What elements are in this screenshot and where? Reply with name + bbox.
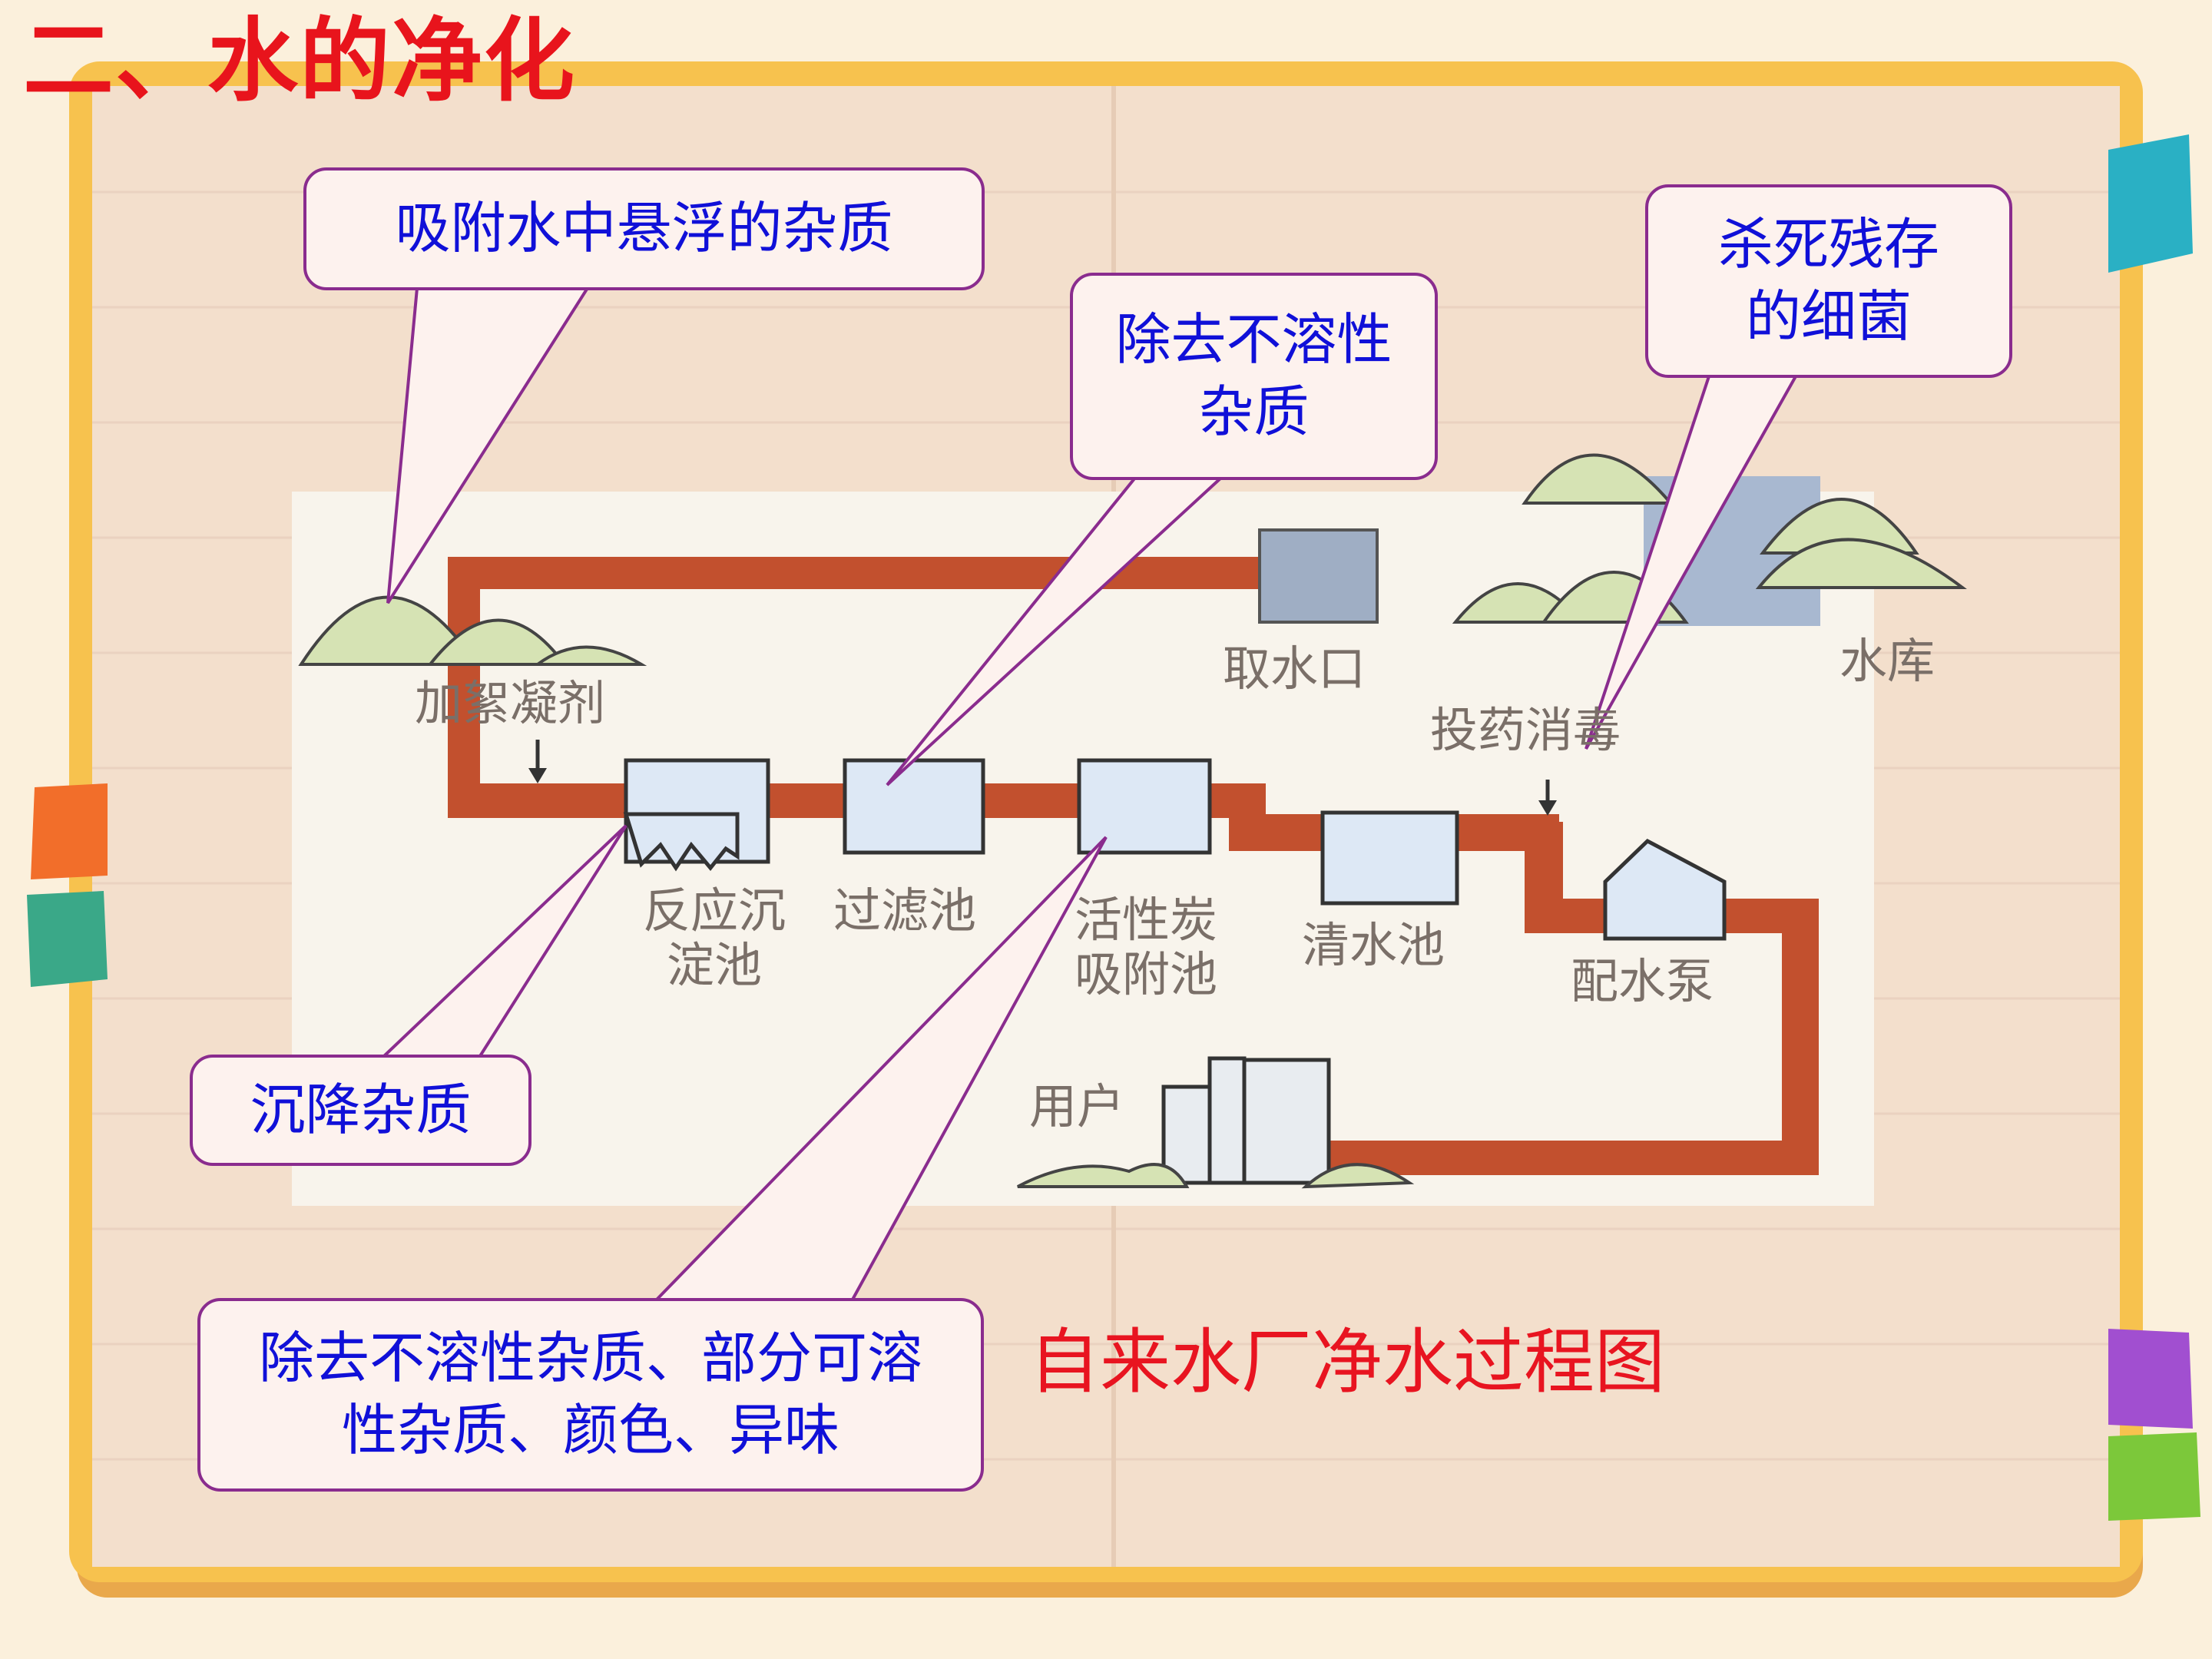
tab-cyan bbox=[2108, 134, 2193, 273]
label-clear-pool: 清水池 bbox=[1302, 917, 1445, 973]
label-coagulant: 加絮凝剂 bbox=[415, 675, 606, 731]
clear-pool bbox=[1320, 810, 1459, 906]
callout-settle: 沉降杂质 bbox=[190, 1055, 531, 1166]
tab-lime bbox=[2108, 1432, 2200, 1521]
callout-remove-insoluble: 除去不溶性杂质 bbox=[1070, 273, 1438, 480]
filter-pool bbox=[843, 758, 985, 855]
callout-adsorb-suspended: 吸附水中悬浮的杂质 bbox=[303, 167, 985, 290]
reservoir-hills bbox=[1452, 453, 1967, 624]
intake-box bbox=[1258, 528, 1379, 624]
label-pump: 配水泵 bbox=[1571, 953, 1714, 1009]
label-reservoir: 水库 bbox=[1839, 633, 1936, 689]
tab-orange bbox=[31, 783, 108, 879]
user-bush-right bbox=[1301, 1163, 1415, 1189]
label-disinfect: 投药消毒 bbox=[1430, 702, 1621, 758]
label-sedimentation: 反应沉淀池 bbox=[642, 882, 786, 994]
callout-kill-bacteria: 杀死残存的细菌 bbox=[1645, 184, 2012, 378]
tab-purple bbox=[2108, 1329, 2193, 1429]
coagulant-hills bbox=[298, 595, 647, 666]
tab-green-left bbox=[27, 891, 108, 987]
page-title: 二、水的净化 bbox=[23, 8, 577, 114]
label-filter: 过滤池 bbox=[833, 882, 977, 939]
user-buildings bbox=[1161, 1056, 1331, 1185]
pools bbox=[623, 758, 1727, 941]
label-intake: 取水口 bbox=[1223, 641, 1366, 697]
disinfect-arrowhead bbox=[1538, 800, 1557, 816]
coagulant-arrowhead bbox=[528, 768, 547, 783]
label-carbon: 活性炭吸附池 bbox=[1074, 892, 1217, 1003]
carbon-pool bbox=[1077, 758, 1212, 855]
label-user: 用户 bbox=[1029, 1078, 1125, 1134]
pump-house bbox=[1603, 838, 1727, 941]
callout-carbon-effect: 除去不溶性杂质、部分可溶性杂质、颜色、异味 bbox=[197, 1298, 984, 1492]
diagram-caption: 自来水厂净水过程图 bbox=[1029, 1321, 1666, 1403]
user-bushes bbox=[1017, 1163, 1190, 1188]
